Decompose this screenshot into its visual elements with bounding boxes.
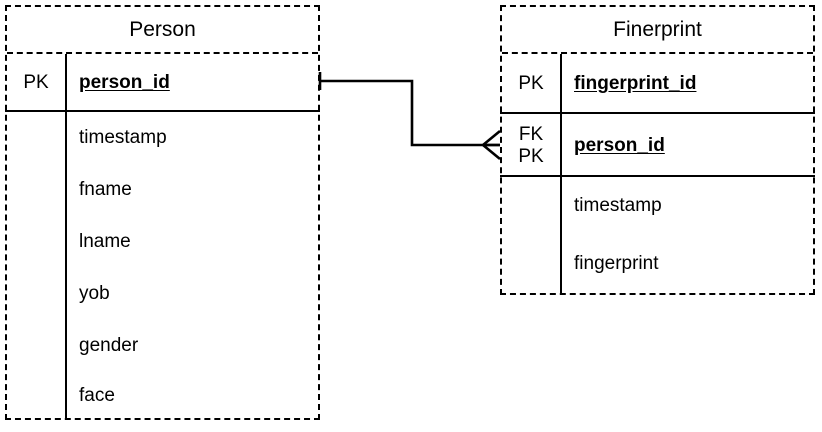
person-pk-row-rule bbox=[5, 110, 320, 112]
person-attribute-yob: yob bbox=[79, 283, 110, 304]
entity-person-title: Person bbox=[7, 7, 318, 54]
person-attribute-timestamp: timestamp bbox=[79, 127, 167, 148]
fingerprint-attribute-timestamp: timestamp bbox=[574, 195, 662, 216]
person-row-key-empty bbox=[7, 372, 65, 420]
person-attribute-lname: lname bbox=[79, 231, 131, 252]
person-attribute-fname: fname bbox=[79, 179, 132, 200]
table-row[interactable]: PK fingerprint_id bbox=[502, 54, 813, 114]
fingerprint-attribute-person-id: person_id bbox=[574, 134, 665, 156]
entity-fingerprint-title: Finerprint bbox=[502, 7, 813, 54]
fingerprint-row-key-empty bbox=[502, 235, 560, 293]
person-row-key-empty bbox=[7, 164, 65, 216]
person-row-key-empty bbox=[7, 112, 65, 164]
fingerprint-attribute-fingerprint: fingerprint bbox=[574, 253, 659, 274]
table-row[interactable]: yob bbox=[7, 268, 318, 320]
key-label-pk: PK bbox=[23, 72, 49, 94]
person-row-key-pk: PK bbox=[7, 54, 65, 112]
fingerprint-row-key-fk-pk: FK PK bbox=[502, 114, 560, 177]
table-row[interactable]: fingerprint bbox=[502, 235, 813, 293]
table-row[interactable]: timestamp bbox=[7, 112, 318, 164]
fingerprint-key-column-divider bbox=[560, 54, 562, 295]
key-label-pk: PK bbox=[518, 73, 544, 95]
key-label-fk: FK bbox=[518, 124, 544, 146]
table-row[interactable]: fname bbox=[7, 164, 318, 216]
table-row[interactable]: gender bbox=[7, 320, 318, 372]
crowsfoot-many-marker bbox=[482, 129, 501, 161]
fingerprint-attribute-fingerprint-id: fingerprint_id bbox=[574, 73, 697, 94]
table-row[interactable]: timestamp bbox=[502, 177, 813, 235]
person-attribute-person-id: person_id bbox=[79, 72, 170, 93]
table-row[interactable]: FK PK person_id bbox=[502, 114, 813, 177]
person-key-column-divider bbox=[65, 54, 67, 420]
key-label-pk: PK bbox=[518, 145, 544, 167]
person-attribute-face: face bbox=[79, 385, 115, 406]
table-row[interactable]: lname bbox=[7, 216, 318, 268]
table-row[interactable]: face bbox=[7, 372, 318, 420]
person-attribute-gender: gender bbox=[79, 335, 139, 356]
fingerprint-row-key-empty bbox=[502, 177, 560, 235]
person-row-key-empty bbox=[7, 216, 65, 268]
relationship-line bbox=[320, 79, 500, 147]
fingerprint-pk-row-rule bbox=[500, 112, 815, 114]
fingerprint-row-key-pk: PK bbox=[502, 54, 560, 114]
table-row[interactable]: PK person_id bbox=[7, 54, 318, 112]
entity-person[interactable]: Person PK person_id timestamp fname lnam… bbox=[5, 5, 320, 420]
entity-fingerprint[interactable]: Finerprint PK fingerprint_id FK PK perso… bbox=[500, 5, 815, 295]
person-row-key-empty bbox=[7, 320, 65, 372]
fingerprint-fk-row-rule bbox=[500, 175, 815, 177]
person-row-key-empty bbox=[7, 268, 65, 320]
